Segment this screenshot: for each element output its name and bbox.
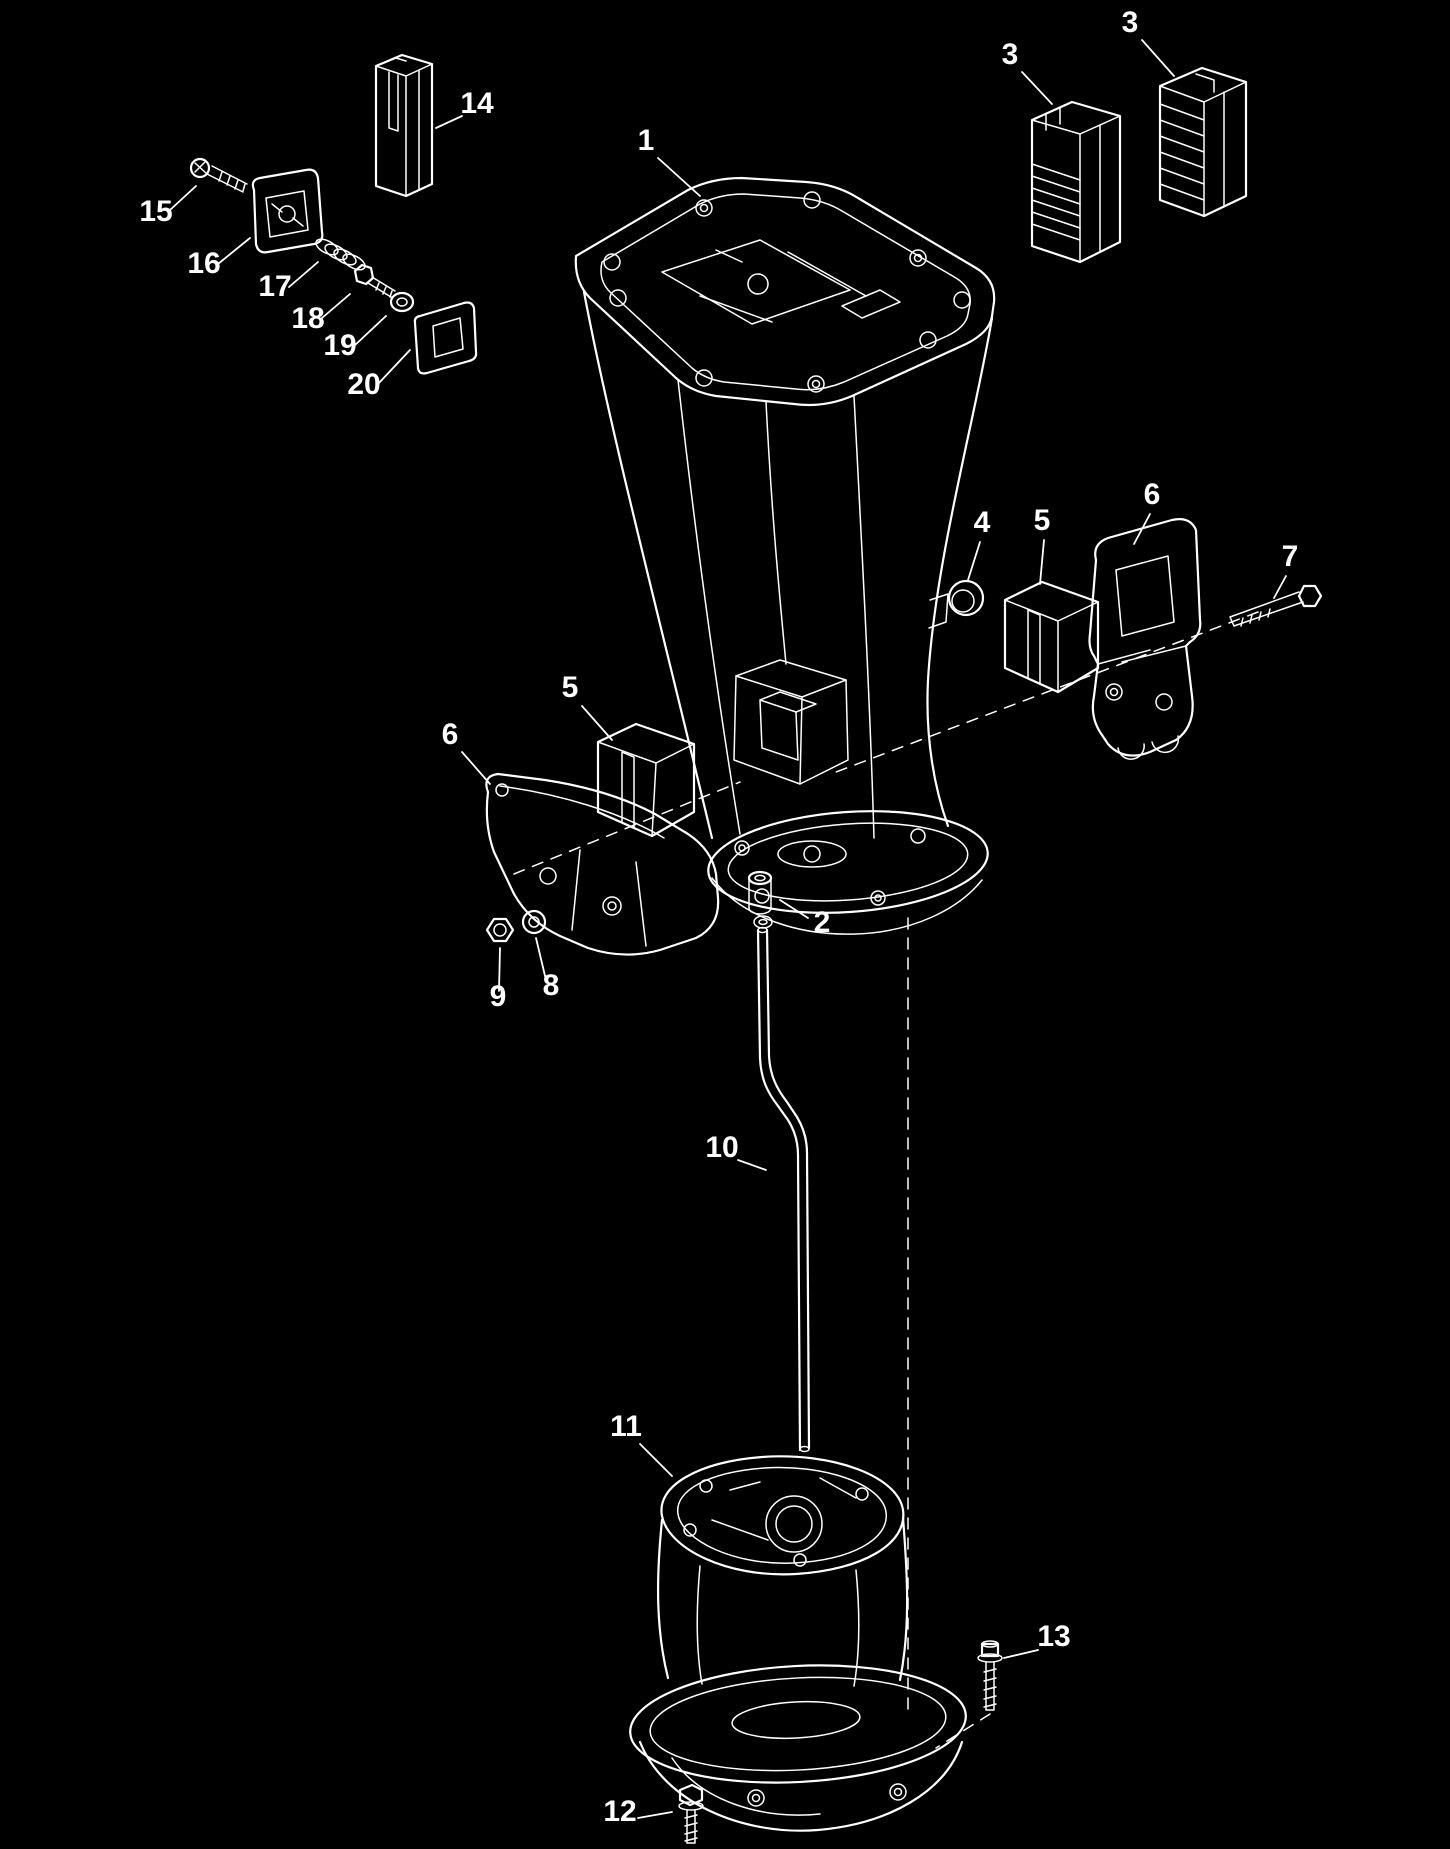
- callout-label-6-right: 6: [1144, 478, 1161, 511]
- part-mount-bracket-6-left: [485, 772, 720, 956]
- callout-labels: 1 2 3 3 4 5 6 7 5 6 8 9 10 11 12 13 14 1…: [139, 6, 1298, 1828]
- callout-label-2: 2: [814, 906, 831, 939]
- part-bolt-12: [678, 1783, 704, 1844]
- part-mount-bracket-6-right: [1088, 518, 1202, 760]
- part-bushing-2: [747, 870, 773, 929]
- part-washer-8: [521, 909, 547, 935]
- callout-label-13: 13: [1037, 1620, 1070, 1653]
- callout-label-5-left: 5: [562, 671, 579, 704]
- callout-label-4: 4: [974, 506, 991, 539]
- callout-label-10: 10: [705, 1131, 738, 1164]
- part-spring-17: [315, 238, 366, 271]
- callout-label-1: 1: [638, 124, 655, 157]
- callout-label-12: 12: [603, 1795, 636, 1828]
- part-bolt-18: [353, 263, 396, 298]
- callout-leader-lines: [169, 39, 1287, 1819]
- part-gasket-plate-20: [413, 301, 478, 375]
- callout-label-17: 17: [258, 270, 291, 303]
- part-shift-rod-10: [756, 926, 811, 1453]
- callout-label-14: 14: [460, 87, 494, 120]
- callout-label-3b: 3: [1122, 6, 1139, 39]
- callout-label-16: 16: [187, 247, 220, 280]
- callout-label-19: 19: [323, 329, 356, 362]
- callout-label-18: 18: [291, 302, 324, 335]
- assembly-axis-lines: [513, 611, 1259, 1749]
- part-mount-block-5-right: [1003, 580, 1100, 694]
- part-driveshaft-housing: [574, 176, 996, 935]
- callout-label-15: 15: [139, 195, 172, 228]
- part-rubber-mount-3-left: [1030, 100, 1122, 264]
- part-mount-block-5-left: [596, 722, 696, 838]
- callout-label-6-left: 6: [442, 718, 459, 751]
- callout-label-3a: 3: [1002, 38, 1019, 71]
- part-rubber-mount-3-right: [1158, 66, 1248, 218]
- callout-label-11: 11: [610, 1410, 642, 1443]
- callout-label-7: 7: [1282, 540, 1299, 573]
- part-screw-15: [189, 157, 248, 193]
- callout-label-8: 8: [543, 969, 560, 1002]
- part-clamp-block-14: [374, 53, 434, 198]
- part-bolt-13: [977, 1640, 1003, 1711]
- callout-label-9: 9: [490, 980, 507, 1013]
- part-washer-19: [389, 291, 415, 313]
- callout-label-5-right: 5: [1034, 504, 1051, 537]
- part-bolt-7: [1229, 584, 1323, 627]
- part-gearcase-housing-11: [629, 1455, 967, 1832]
- part-nut-9: [485, 917, 515, 943]
- callout-label-20: 20: [347, 368, 380, 401]
- part-seal-cap-4: [947, 579, 985, 617]
- part-mount-pad-16: [251, 168, 324, 254]
